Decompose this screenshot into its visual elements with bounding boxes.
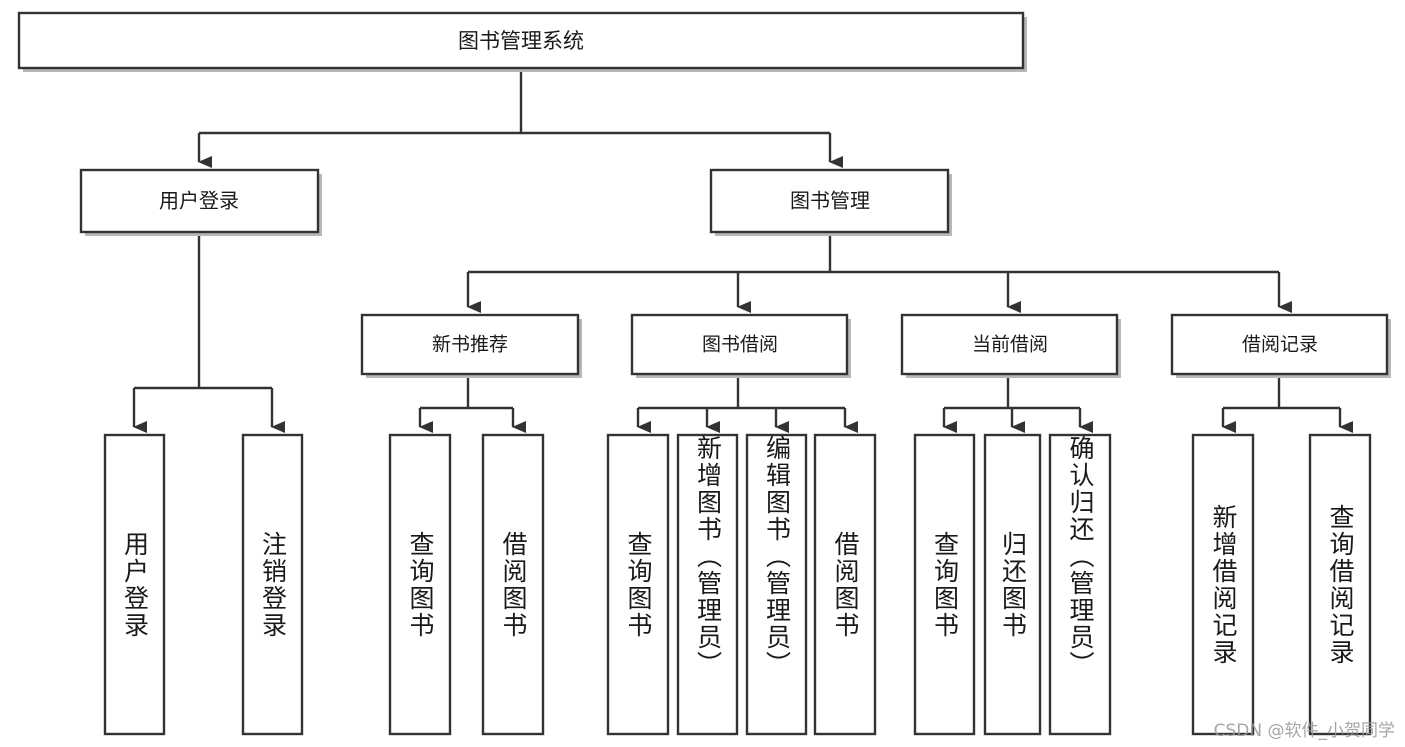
node-label-current-borrow: 当前借阅: [972, 334, 1048, 356]
leaf-box-add-borrow-record[interactable]: [1191, 433, 1255, 736]
leaf-box-add-book-admin[interactable]: [676, 433, 739, 736]
node-borrow-record[interactable]: 借阅记录: [1170, 313, 1391, 378]
node-box: [360, 313, 580, 376]
node-current-borrow[interactable]: 当前借阅: [900, 313, 1121, 378]
leaf-box-query-book[interactable]: [606, 433, 670, 736]
node-book-borrow[interactable]: 图书借阅: [630, 313, 851, 378]
leaf-box-logout[interactable]: [241, 433, 304, 736]
leaf-box-user-login[interactable]: [103, 433, 166, 736]
node-box: [1170, 313, 1389, 376]
leaf-box-borrow-book[interactable]: [813, 433, 877, 736]
leaf-box-borrow-book-rec[interactable]: [481, 433, 545, 736]
leaf-box-layer: [103, 433, 1372, 736]
node-new-book-recommend[interactable]: 新书推荐: [360, 313, 582, 378]
node-layer: 图书管理系统 用户登录 图书管理 新书推荐 图书借阅 当前借阅: [17, 11, 1391, 736]
leaf-box-edit-book-admin[interactable]: [745, 433, 808, 736]
node-box: [17, 11, 1025, 70]
node-label-new-book-recommend: 新书推荐: [432, 334, 508, 356]
leaf-box-return-book[interactable]: [983, 433, 1042, 736]
node-user-login[interactable]: 用户登录: [79, 168, 322, 236]
node-label-book-borrow: 图书借阅: [702, 334, 778, 356]
leaf-box-confirm-return-admin[interactable]: [1048, 433, 1112, 736]
leaf-box-query-book-current[interactable]: [913, 433, 976, 736]
node-box: [709, 168, 950, 234]
connector-layer: [132, 68, 1353, 433]
leaf-box-query-borrow-record[interactable]: [1308, 433, 1372, 736]
node-book-manage[interactable]: 图书管理: [709, 168, 952, 236]
watermark: CSDN @软件_小贺同学: [1213, 721, 1395, 741]
node-box: [630, 313, 849, 376]
node-label-system-root: 图书管理系统: [458, 29, 584, 53]
node-box: [79, 168, 320, 234]
node-label-user-login: 用户登录: [159, 189, 239, 213]
node-system-root[interactable]: 图书管理系统: [17, 11, 1027, 72]
leaf-box-query-book-rec[interactable]: [388, 433, 452, 736]
node-label-book-manage: 图书管理: [790, 189, 870, 213]
node-label-borrow-record: 借阅记录: [1242, 334, 1318, 356]
node-box: [900, 313, 1119, 376]
